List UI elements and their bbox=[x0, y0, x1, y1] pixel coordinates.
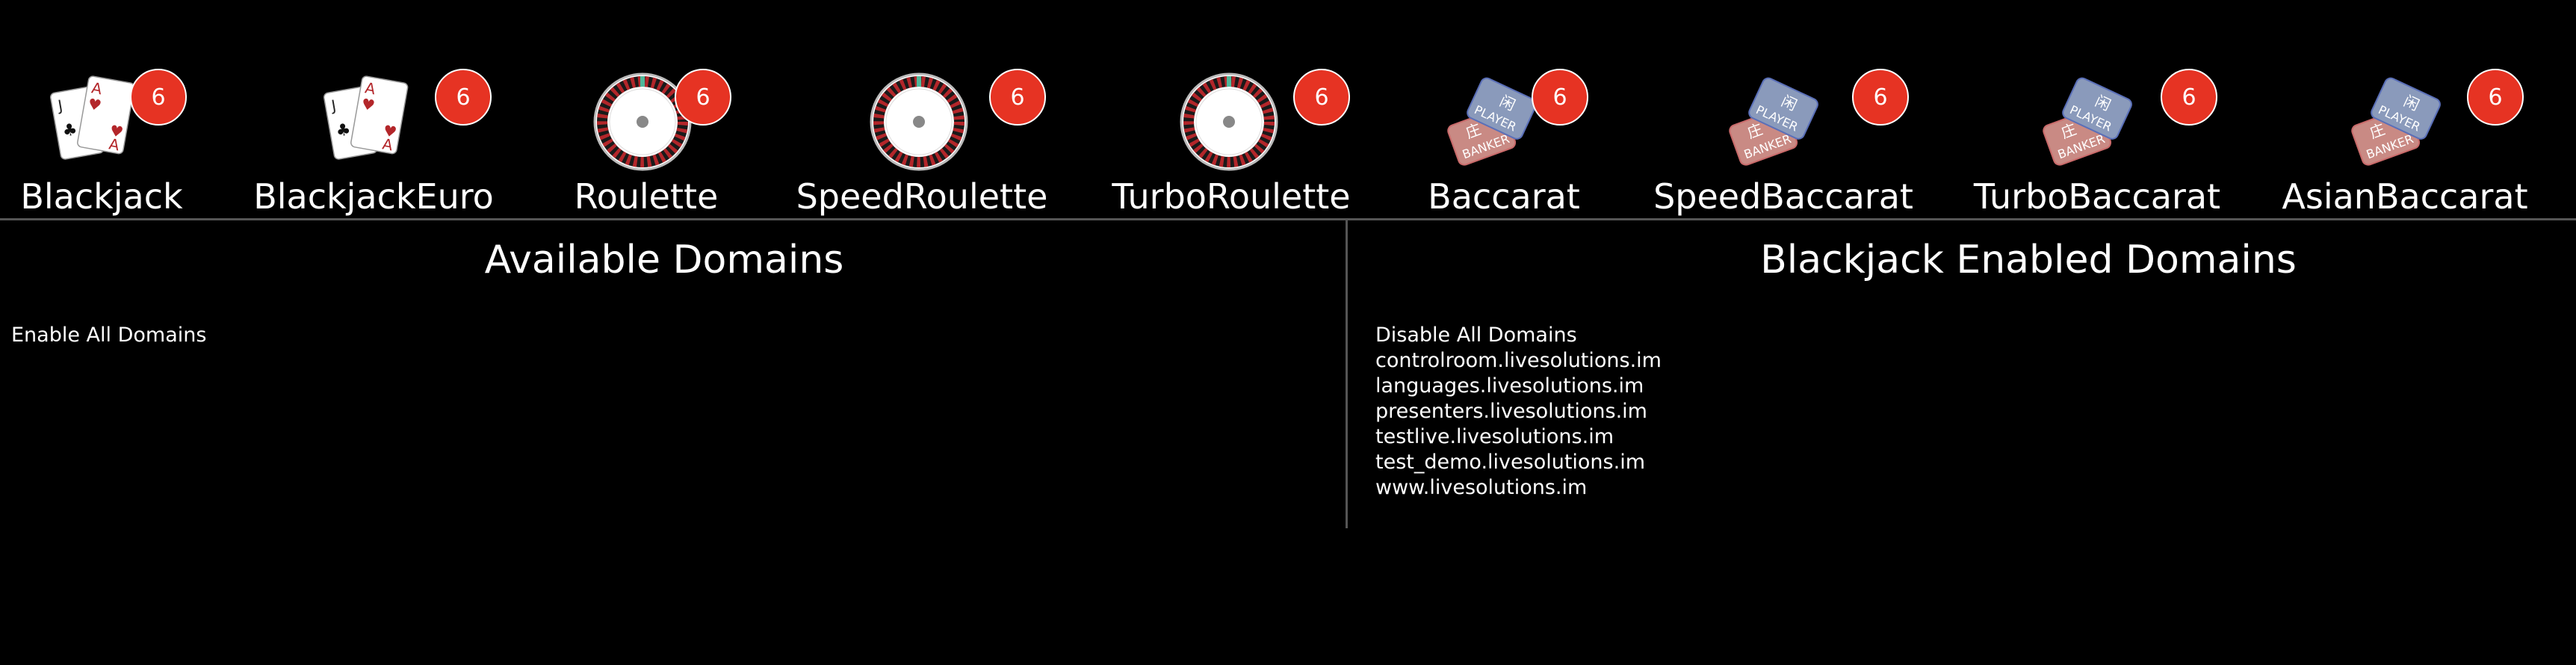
count-badge: 6 bbox=[989, 69, 1046, 126]
baccarat-icon: 庄 BANKER 闲 PLAYER bbox=[1729, 77, 1818, 166]
vertical-divider bbox=[1346, 220, 1348, 528]
game-label: SpeedRoulette bbox=[796, 176, 1048, 217]
count-badge: 6 bbox=[1293, 69, 1350, 126]
game-label: TurboBaccarat bbox=[1973, 176, 2221, 217]
domain-item[interactable]: www.livesolutions.im bbox=[1375, 476, 1588, 499]
disable-all-domains-button[interactable]: Disable All Domains bbox=[1375, 324, 1577, 347]
count-badge: 6 bbox=[130, 69, 187, 126]
count-badge: 6 bbox=[2161, 69, 2217, 126]
game-label: TurboRoulette bbox=[1112, 176, 1351, 217]
horizontal-divider bbox=[0, 218, 2576, 220]
game-label: AsianBaccarat bbox=[2282, 176, 2528, 217]
count-badge: 6 bbox=[435, 69, 492, 126]
game-label: BlackjackEuro bbox=[253, 176, 494, 217]
roulette-icon bbox=[863, 66, 975, 178]
enable-all-domains-button[interactable]: Enable All Domains bbox=[11, 324, 207, 347]
available-domains-title: Available Domains bbox=[484, 238, 844, 282]
enabled-domains-title: Blackjack Enabled Domains bbox=[1760, 238, 2297, 282]
available-domains-list: Enable All Domains bbox=[11, 323, 206, 348]
domain-item[interactable]: test_demo.livesolutions.im bbox=[1375, 451, 1645, 474]
count-badge: 6 bbox=[675, 69, 731, 126]
count-badge: 6 bbox=[1852, 69, 1909, 126]
domain-item[interactable]: presenters.livesolutions.im bbox=[1375, 400, 1647, 423]
game-label: Roulette bbox=[574, 176, 719, 217]
baccarat-icon: 庄 BANKER 闲 PLAYER bbox=[2351, 77, 2441, 166]
roulette-icon bbox=[1173, 66, 1285, 178]
domain-item[interactable]: controlroom.livesolutions.im bbox=[1375, 349, 1662, 372]
game-label: SpeedBaccarat bbox=[1653, 176, 1913, 217]
game-selector-bar: 6 Blackjack 6 BlackjackEuro 6 Roulette 6… bbox=[0, 0, 2576, 219]
domain-item[interactable]: testlive.livesolutions.im bbox=[1375, 425, 1614, 448]
domain-item[interactable]: languages.livesolutions.im bbox=[1375, 374, 1644, 398]
game-label: Blackjack bbox=[20, 176, 183, 217]
cards-icon bbox=[323, 75, 409, 161]
enabled-domains-list: Disable All Domains controlroom.livesolu… bbox=[1375, 323, 1662, 501]
baccarat-icon: 庄 BANKER 闲 PLAYER bbox=[1447, 77, 1537, 166]
count-badge: 6 bbox=[2467, 69, 2524, 126]
game-label: Baccarat bbox=[1428, 176, 1580, 217]
baccarat-icon: 庄 BANKER 闲 PLAYER bbox=[2043, 77, 2132, 166]
count-badge: 6 bbox=[1532, 69, 1588, 126]
